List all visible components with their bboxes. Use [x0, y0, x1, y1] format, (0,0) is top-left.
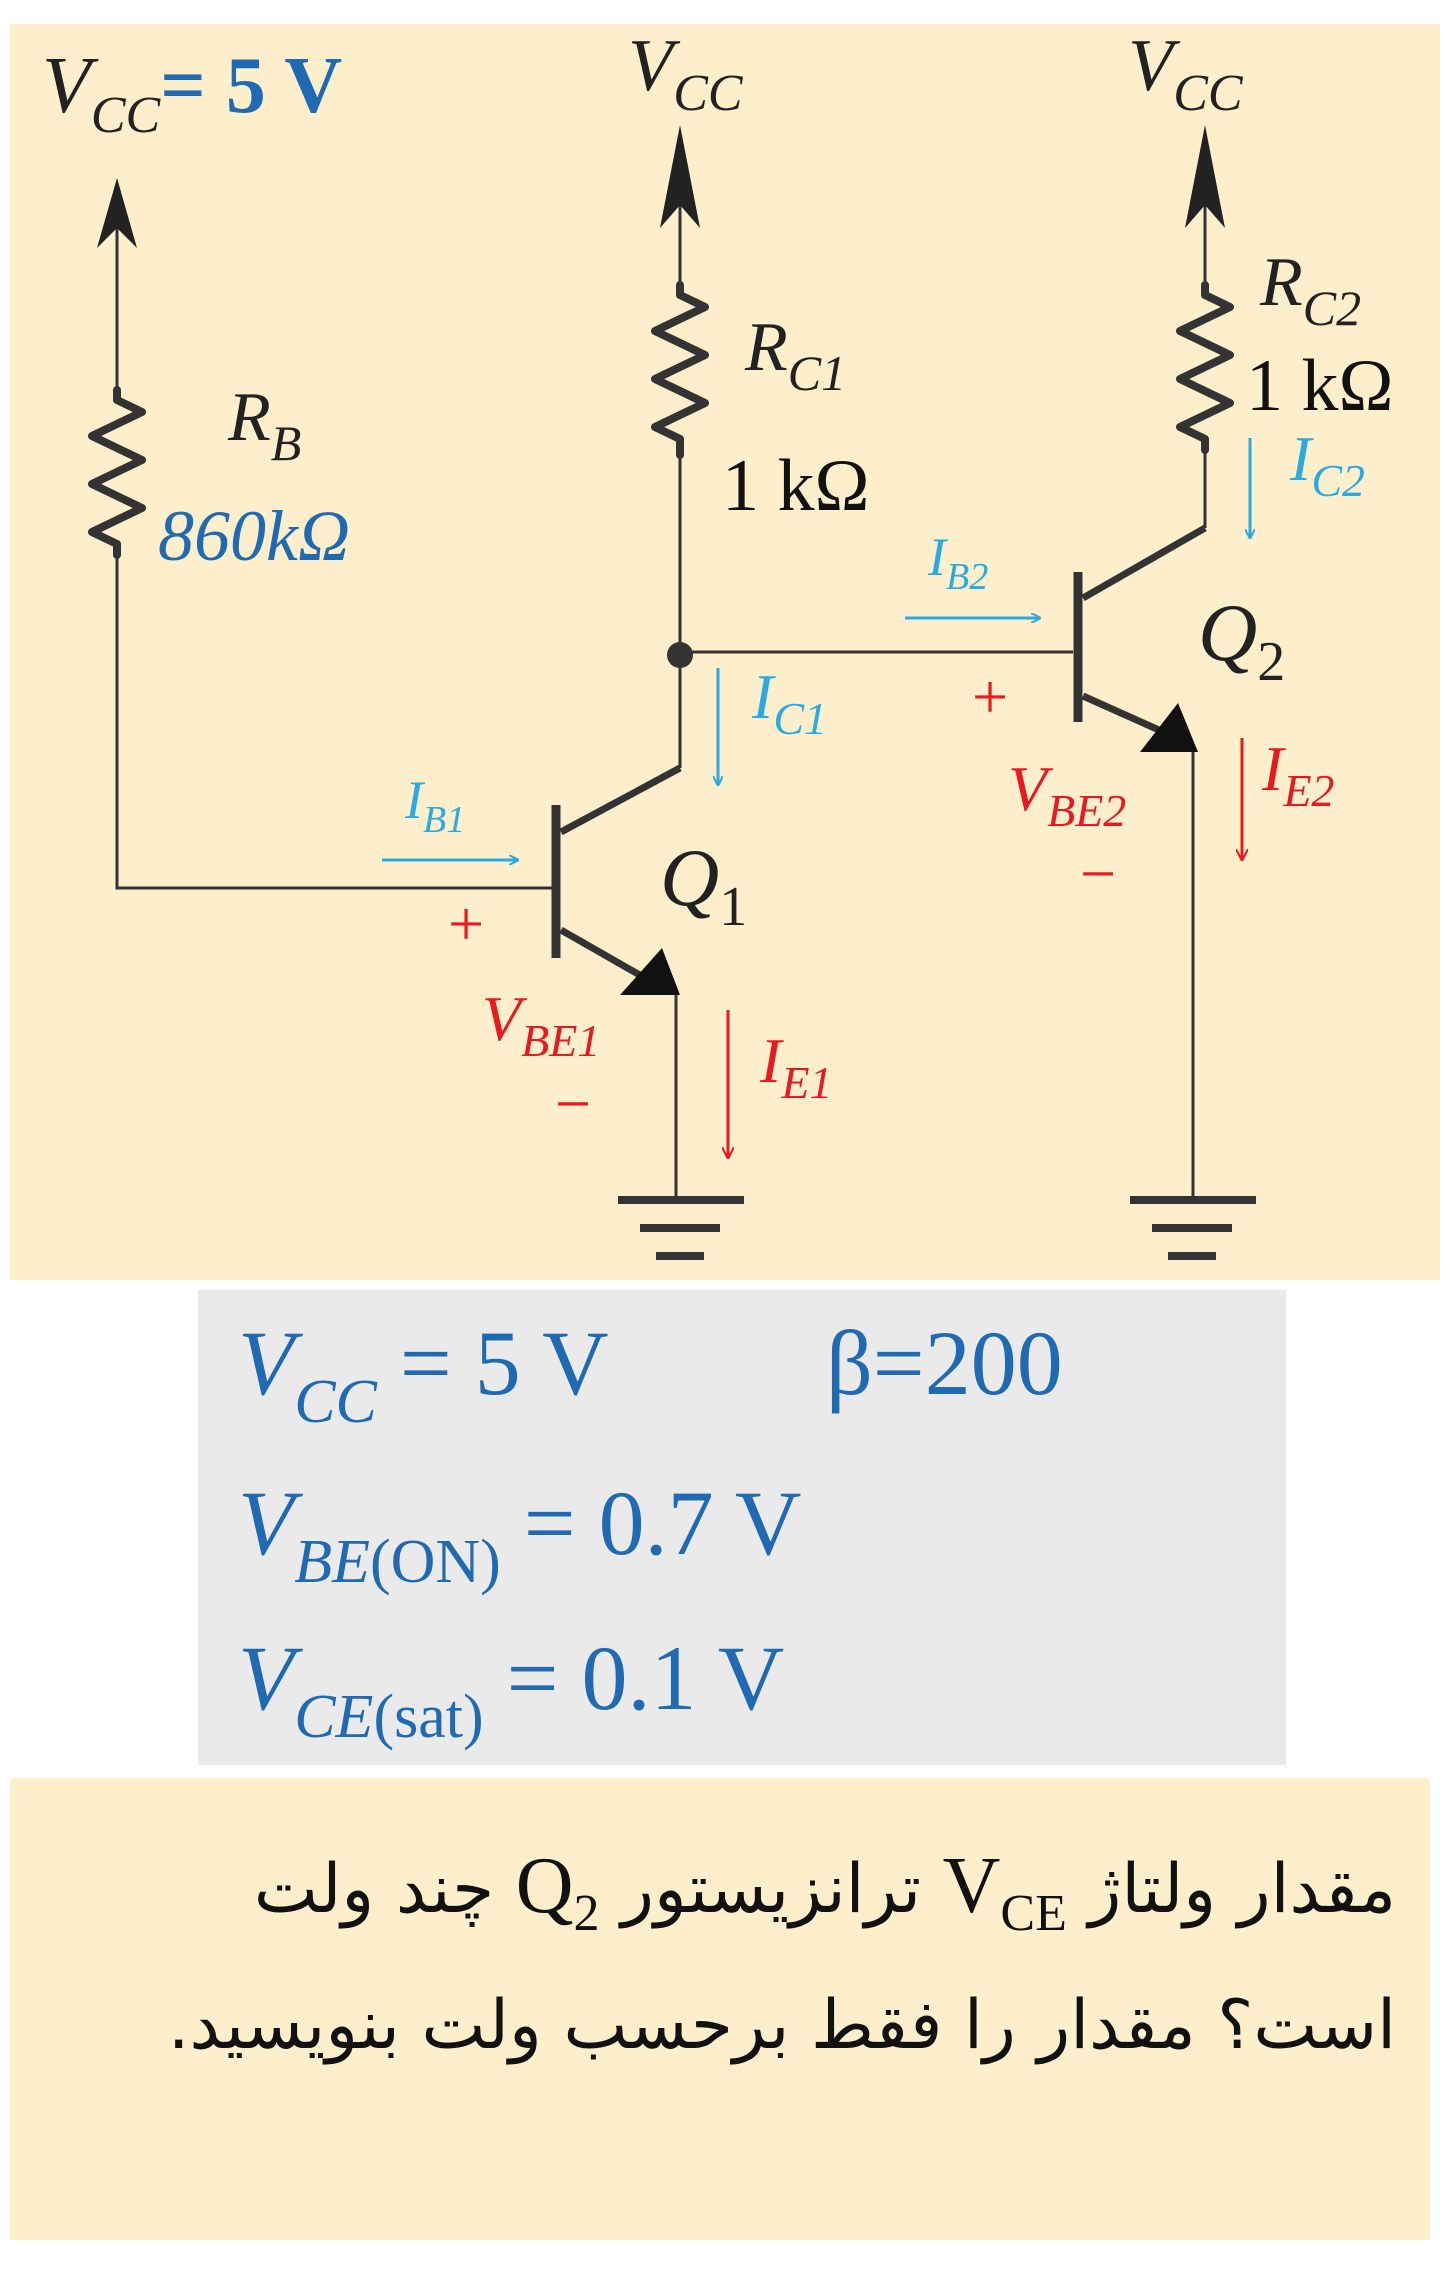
ie1-label: IE1 — [759, 1025, 832, 1108]
param-vcc-symbol: V — [238, 1312, 295, 1414]
vcc-left-supply — [97, 178, 137, 390]
q2-transistor — [1073, 524, 1207, 1200]
rc1-label: RC1 — [744, 309, 846, 401]
question-q-sub: 2 — [573, 1885, 600, 1943]
question-vce-sub: CE — [1000, 1885, 1067, 1943]
param-vce-sat: VCE(sat) = 0.1 V — [238, 1625, 785, 1748]
rb-wire — [115, 555, 556, 890]
rb-value: 860kΩ — [158, 496, 350, 576]
question-vce-symbol: V — [942, 1842, 1001, 1930]
circuit-diagram: VCC= 5 V VCC VCC RB 860kΩ RC1 1 kΩ RC2 1… — [10, 24, 1440, 1280]
rc2-value: 1 kΩ — [1246, 345, 1394, 427]
param-beta: β=200 — [826, 1312, 1063, 1414]
node-dot — [667, 642, 693, 668]
param-vcc-sub: CC — [294, 1367, 377, 1436]
rb-label: RB — [227, 379, 301, 471]
vcc-right-label: VCC — [1128, 25, 1244, 122]
ie2-label: IE2 — [1261, 733, 1334, 816]
q2-label: Q2 — [1198, 587, 1285, 693]
param-vbe-value: = 0.7 V — [523, 1472, 802, 1574]
rc2-resistor — [1176, 281, 1234, 454]
ic1-label: IC1 — [751, 661, 827, 744]
vcc-mid-label: VCC — [628, 25, 744, 122]
parameters-box: VCC = 5 V β=200 VBE(ON) = 0.7 V VCE(sat)… — [198, 1290, 1286, 1765]
ib2-label: IB2 — [927, 527, 988, 598]
vbe1-minus: − — [555, 1068, 591, 1139]
q2-emitter-arrow-icon — [1140, 703, 1198, 752]
rc1-resistor — [651, 281, 709, 459]
vcc-left-label: VCC= 5 V — [42, 42, 342, 144]
question-box: مقدار ولتاژ VCE ترانزیستور Q2 چند ولت اس… — [10, 1778, 1430, 2240]
param-vcc-value: = 5 V — [399, 1312, 609, 1414]
param-vce-sub-paren: (sat) — [373, 1682, 484, 1751]
param-vbe-sub-paren: (ON) — [369, 1527, 501, 1596]
vbe1-label: VBE1 — [482, 983, 600, 1066]
ground-2-icon — [1130, 1196, 1256, 1260]
question-part3: چند ولت است؟ مقدار را فقط برحسب ولت بنوی… — [167, 1850, 1396, 2065]
rb-resistor — [88, 386, 146, 559]
question-part2: ترانزیستور — [621, 1850, 922, 1929]
param-vbe-sub: BE — [294, 1527, 370, 1596]
rc1-value: 1 kΩ — [722, 445, 870, 527]
vbe2-plus: + — [972, 661, 1008, 732]
vcc-right-arrow-icon — [1185, 125, 1225, 228]
vcc-right-supply — [1185, 125, 1225, 285]
q1-emitter-arrow-icon — [620, 948, 680, 995]
vcc-mid-supply — [660, 125, 700, 285]
question-text: مقدار ولتاژ VCE ترانزیستور Q2 چند ولت اس… — [130, 1818, 1396, 2094]
param-vce-value: = 0.1 V — [506, 1627, 785, 1729]
question-q-symbol: Q — [515, 1842, 574, 1930]
q1-label: Q1 — [660, 832, 747, 938]
param-vce-sub: CE — [294, 1682, 374, 1751]
ground-1-icon — [618, 1196, 744, 1260]
param-vbe-on: VBE(ON) = 0.7 V — [238, 1470, 802, 1593]
rc2-label: RC2 — [1259, 244, 1361, 336]
param-vce-symbol: V — [238, 1627, 295, 1729]
param-vbe-symbol: V — [238, 1472, 295, 1574]
ic2-label: IC2 — [1289, 423, 1365, 506]
question-part1: مقدار ولتاژ — [1088, 1850, 1397, 1929]
vcc-mid-arrow-icon — [660, 125, 700, 228]
vbe2-label: VBE2 — [1008, 753, 1126, 836]
vbe1-plus: + — [448, 888, 484, 959]
vbe2-minus: − — [1080, 838, 1116, 909]
param-vcc: VCC = 5 V — [238, 1310, 609, 1433]
ib1-label: IB1 — [404, 770, 465, 841]
vcc-left-arrow-icon — [97, 178, 137, 248]
q1-transistor — [551, 764, 682, 1200]
